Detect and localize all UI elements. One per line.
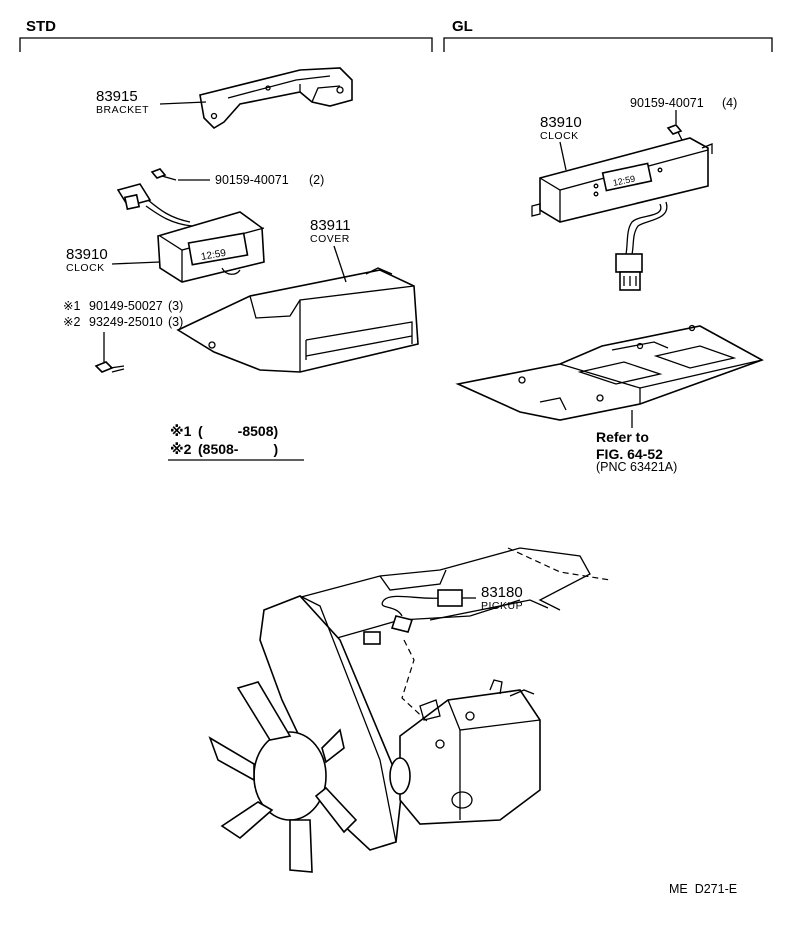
clock-number-std: 83910 [66, 246, 108, 263]
pickup-name: PICKUP [481, 600, 523, 612]
clock-display-std: 12:59 [200, 248, 227, 263]
screw-alt-mark-2: ※2 [63, 315, 80, 329]
tapping-screw-icon [94, 361, 125, 373]
bracket-number: 83915 [96, 88, 138, 105]
cover-drawing [176, 267, 419, 373]
refer-line-1: Refer to [596, 429, 649, 445]
cover-number: 83911 [310, 217, 351, 234]
pickup-number: 83180 [481, 584, 523, 601]
diagram-code: ME D271-E [669, 882, 737, 896]
clock-leader-gl [559, 141, 567, 171]
legend-range-2: (8508- ) [198, 441, 278, 457]
section-bracket-std [19, 37, 433, 52]
clock-drawing-std: 12:59 [116, 183, 265, 283]
bracket-name: BRACKET [96, 104, 149, 116]
clock-name-gl: CLOCK [540, 130, 579, 142]
clock-leader-std [111, 261, 161, 265]
screw-alt-qty-2: (3) [168, 315, 183, 329]
screw-part-gl: 90159-40071 [630, 96, 704, 110]
screw-alt-mark-1: ※1 [63, 299, 80, 313]
section-bracket-gl [443, 37, 773, 52]
engine-drawing [208, 547, 611, 873]
clock-display-gl: 12:59 [612, 173, 636, 187]
clock-number-gl: 83910 [540, 114, 582, 131]
screw-alt-part-1: 90149-50027 [89, 299, 163, 313]
screw-qty-std: (2) [309, 173, 324, 187]
screw-icon [150, 168, 177, 181]
cover-name: COVER [310, 233, 350, 245]
pickup-sensor-drawing [381, 589, 476, 633]
screw-alt-qty-1: (3) [168, 299, 183, 313]
screw-icon-gl [666, 124, 683, 141]
legend-mark-2: ※2 [170, 441, 192, 457]
clock-drawing-gl: 12:59 [531, 137, 713, 291]
section-header-std: STD [26, 18, 56, 35]
section-header-gl: GL [452, 18, 473, 35]
legend-mark-1: ※1 [170, 423, 192, 439]
refer-line-2: FIG. 64-52 [596, 446, 663, 462]
bracket-drawing [199, 67, 353, 130]
refer-line-3: (PNC 63421A) [596, 460, 677, 474]
screw-qty-gl: (4) [722, 96, 737, 110]
screw-alt-part-2: 93249-25010 [89, 315, 163, 329]
clock-name-std: CLOCK [66, 262, 105, 274]
bracket-leader [159, 101, 207, 105]
legend-range-1: ( -8508) [198, 423, 278, 439]
screw-part-std: 90159-40071 [215, 173, 289, 187]
cover-leader [333, 245, 347, 283]
console-panel-drawing [455, 324, 764, 421]
